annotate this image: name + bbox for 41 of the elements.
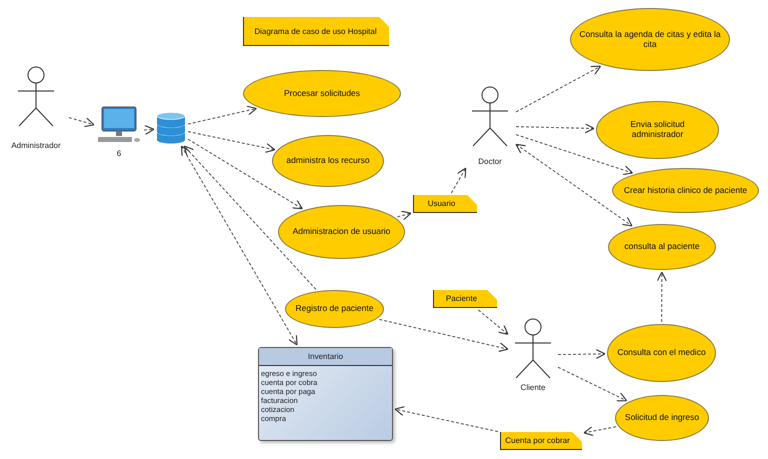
note: Usuario [413, 195, 477, 213]
actor-label: Doctor [477, 157, 503, 166]
dashed-arrow [516, 66, 602, 112]
dashed-arrow [180, 145, 298, 346]
dashed-arrow [378, 318, 509, 352]
use-case-ellipse: Consulta la agenda de citas y edita la cita [570, 8, 730, 71]
actor-label: Cliente [520, 383, 546, 392]
node-caption: 6 [116, 149, 122, 158]
use-case-ellipse: Consulta con el medico [607, 324, 716, 382]
use-case-ellipse: Envia solicitud administrador [596, 101, 719, 159]
use-case-ellipse: administra los recurso [272, 135, 384, 187]
dashed-arrow [656, 271, 667, 322]
use-case-ellipse: Procesar solicitudes [243, 70, 401, 117]
class-name: Inventario [259, 348, 392, 366]
use-case-ellipse: Solicitud de ingreso [615, 395, 709, 441]
dashed-arrow [396, 210, 412, 220]
dashed-arrow [478, 310, 509, 335]
dashed-arrow [184, 145, 316, 290]
dashed-arrow [188, 138, 303, 210]
use-case-ellipse: Administracion de usuario [278, 205, 405, 259]
title-note: Diagrama de caso de uso Hospital [243, 17, 389, 46]
note: Paciente [433, 290, 497, 308]
dashed-arrow [516, 123, 595, 134]
dashed-arrow [68, 117, 95, 128]
database-icon [156, 112, 186, 144]
dashed-arrow [583, 426, 617, 436]
dashed-arrow [188, 106, 257, 125]
use-case-ellipse: Crear historia clinico de paciente [612, 168, 759, 213]
use-case-ellipse: Registro de paciente [285, 290, 384, 328]
dashed-arrow [394, 406, 498, 432]
dashed-arrow [188, 131, 276, 153]
note: Cuenta por cobrar [500, 432, 582, 450]
dashed-arrow [515, 144, 633, 226]
actor-label: Administrador [10, 141, 62, 150]
dashed-arrow [450, 167, 466, 194]
dashed-arrow [144, 124, 155, 136]
class-box [258, 347, 393, 441]
use-case-ellipse: consulta al paciente [608, 224, 716, 270]
dashed-arrow [558, 366, 628, 402]
dashed-arrow [558, 348, 606, 360]
dashed-arrow [516, 134, 634, 176]
